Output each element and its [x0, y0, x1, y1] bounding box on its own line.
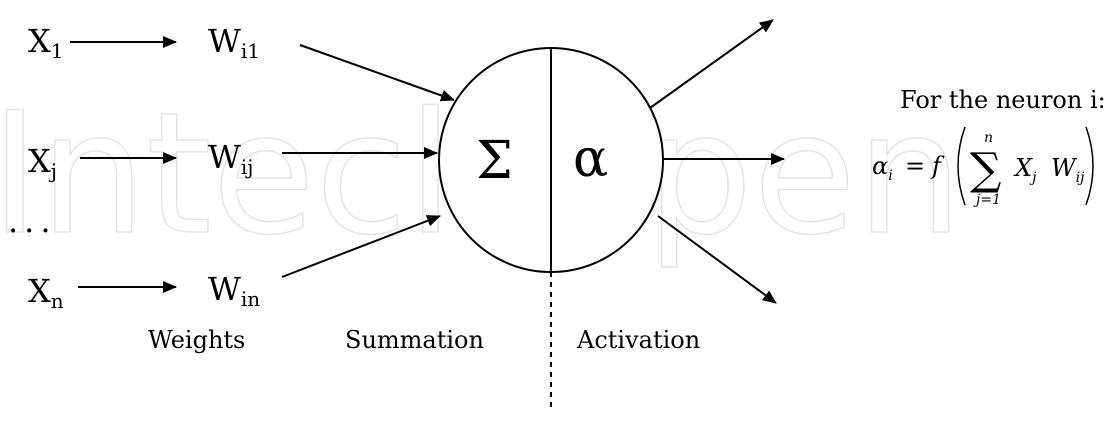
activation-symbol: α [573, 129, 608, 189]
summation-symbol: Σ [476, 131, 513, 191]
weight-win-label: Win [208, 270, 260, 311]
formula-term-w: Wij [1051, 154, 1085, 186]
formula-left-paren [957, 126, 966, 206]
output-arrow-top [649, 19, 774, 109]
formula-right-paren [1085, 126, 1094, 206]
activation-caption: Activation [576, 326, 700, 354]
weight-wi1-label: Wi1 [208, 22, 260, 63]
formula-heading: For the neuron i: [900, 86, 1106, 114]
arrow-win-to-neuron [281, 215, 441, 278]
formula-sigma: ∑ [970, 144, 1001, 195]
input-ellipsis: ... [8, 202, 57, 240]
input-xn-label: Xn [28, 272, 64, 313]
weights-caption: Weights [148, 326, 245, 354]
output-arrow-bottom [657, 215, 777, 304]
input-xj-label: Xj [28, 142, 57, 183]
activation-formula: αi = f n ∑ j=1 Xj Wij [872, 126, 1094, 208]
weight-wij-label: Wij [208, 138, 254, 179]
summation-caption: Summation [345, 326, 484, 354]
arrow-wi1-to-neuron [299, 44, 455, 102]
formula-equals: = [905, 152, 925, 180]
formula-lhs: αi [872, 152, 893, 184]
formula-lower-limit: j=1 [973, 192, 1001, 208]
input-x1-label: X1 [28, 22, 64, 63]
formula-upper-limit: n [984, 130, 993, 146]
formula-term-x: Xj [1013, 154, 1037, 186]
